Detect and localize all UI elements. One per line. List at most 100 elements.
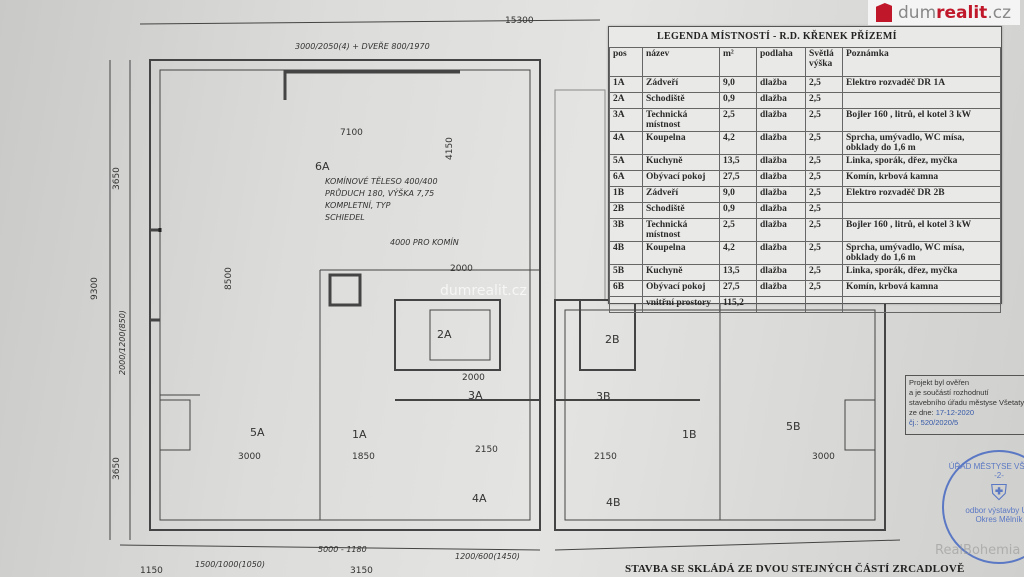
dim-2000-b: 2000 (462, 373, 485, 383)
dumrealit-logo[interactable]: dumrealit.cz (868, 0, 1020, 25)
cell-nazev: Schodiště (642, 202, 720, 219)
cell-pos: 1B (609, 186, 643, 203)
cell-nazev: Zádveří (642, 186, 720, 203)
cell-poznamka: Sprcha, umývadlo, WC mísa, obklady do 1,… (842, 131, 1001, 155)
watermark: dumrealit.cz (440, 283, 527, 299)
cell-m2: 0,9 (719, 92, 757, 109)
cell-podlaha: dlažba (756, 92, 806, 109)
cell-poznamka (842, 202, 1001, 219)
footer-note: STAVBA SE SKLÁDÁ ZE DVOU STEJNÝCH ČÁSTÍ … (625, 563, 965, 575)
dim-left-window: 2000/1200(850) (118, 310, 127, 375)
cell-poznamka: Linka, sporák, dřez, myčka (842, 264, 1001, 281)
cell-pos: 2B (609, 202, 643, 219)
cell-nazev: Schodiště (642, 92, 720, 109)
dim-9300: 9300 (90, 277, 100, 300)
dim-2000-a: 2000 (450, 264, 473, 274)
cell-pos: 6A (609, 170, 643, 187)
dim-2150-a: 2150 (475, 445, 498, 455)
dim-4000-chimney: 4000 PRO KOMÍN (390, 238, 459, 247)
cell-podlaha: dlažba (756, 202, 806, 219)
cell-m2: 13,5 (719, 264, 757, 281)
total-label: vnitřní prostory (642, 296, 720, 313)
cell-podlaha: dlažba (756, 241, 806, 265)
col-nazev: název (642, 47, 720, 77)
legend-grid: pos název m² podlaha Světlá výška Poznám… (609, 47, 1001, 313)
cell-podlaha: dlažba (756, 264, 806, 281)
chimney-note: KOMÍNOVÉ TĚLESO 400/400 PRŮDUCH 180, VÝŠ… (325, 176, 438, 224)
cell-nazev: Kuchyně (642, 154, 720, 171)
dim-7100: 7100 (340, 128, 363, 138)
cell-poznamka: Sprcha, umývadlo, WC mísa, obklady do 1,… (842, 241, 1001, 265)
cell-vyska: 2,5 (805, 202, 843, 219)
dim-3650-top: 3650 (112, 167, 122, 190)
empty-cell (609, 296, 643, 313)
coat-of-arms-icon: ⛨ (990, 480, 1008, 505)
dim-overall-width: 15300 (505, 16, 534, 26)
dim-3000-a: 3000 (238, 452, 261, 462)
room-2B: 2B (605, 333, 620, 346)
legend-title: LEGENDA MÍSTNOSTÍ - R.D. KŘENEK PŘÍZEMÍ (657, 31, 897, 42)
stamp-number: -2- (994, 471, 1004, 480)
cell-vyska: 2,5 (805, 218, 843, 242)
dim-4150: 4150 (445, 137, 455, 160)
cell-nazev: Kuchyně (642, 264, 720, 281)
room-1B: 1B (682, 428, 697, 441)
cell-pos: 3A (609, 108, 643, 132)
room-4A: 4A (472, 492, 487, 505)
dim-bottom-window-b: 1200/600(1450) (455, 552, 520, 561)
logo-text: dumrealit.cz (898, 2, 1011, 23)
cell-nazev: Obývací pokoj (642, 280, 720, 297)
cell-poznamka: Linka, sporák, dřez, myčka (842, 154, 1001, 171)
room-2A: 2A (437, 328, 452, 341)
cell-poznamka: Elektro rozvaděč DR 1A (842, 76, 1001, 93)
cell-poznamka: Komín, krbová kamna (842, 280, 1001, 297)
dim-3150: 3150 (350, 566, 373, 576)
room-legend-table: LEGENDA MÍSTNOSTÍ - R.D. KŘENEK PŘÍZEMÍ … (608, 26, 1002, 313)
cell-pos: 6B (609, 280, 643, 297)
col-m2: m² (719, 47, 757, 77)
cell-vyska: 2,5 (805, 108, 843, 132)
cell-nazev: Koupelna (642, 241, 720, 265)
cell-vyska: 2,5 (805, 154, 843, 171)
cell-poznamka: Elektro rozvaděč DR 2B (842, 186, 1001, 203)
cell-podlaha: dlažba (756, 131, 806, 155)
chimney-note-line: SCHIEDEL (325, 213, 365, 222)
cell-m2: 4,2 (719, 241, 757, 265)
dim-top-window: 3000/2050(4) + DVEŘE 800/1970 (295, 42, 430, 51)
dim-1150: 1150 (140, 566, 163, 576)
bottom-watermark: RealBohemia (935, 543, 1021, 558)
col-vyska: Světlá výška (805, 47, 843, 77)
dim-bottom-window-a: 1500/1000(1050) (195, 560, 266, 569)
approval-box: Projekt byl ověřen a je součástí rozhodn… (905, 375, 1024, 435)
cell-vyska: 2,5 (805, 264, 843, 281)
cell-nazev: Zádveří (642, 76, 720, 93)
cell-vyska: 2,5 (805, 131, 843, 155)
dim-3000-b: 3000 (812, 452, 835, 462)
approval-line: a je součástí rozhodnutí (909, 388, 989, 397)
room-1A: 1A (352, 428, 367, 441)
cell-pos: 1A (609, 76, 643, 93)
legend-header-row: pos název m² podlaha Světlá výška Poznám… (609, 47, 1001, 77)
room-3B: 3B (596, 390, 611, 403)
cell-vyska: 2,5 (805, 170, 843, 187)
cell-podlaha: dlažba (756, 186, 806, 203)
approval-ref: čj.: 520/2020/5 (909, 418, 959, 427)
cell-podlaha: dlažba (756, 76, 806, 93)
stamp-top-text: ÚŘAD MĚSTYSE VŠETATY (948, 462, 1024, 471)
cell-pos: 5A (609, 154, 643, 171)
cell-m2: 27,5 (719, 280, 757, 297)
cell-podlaha: dlažba (756, 218, 806, 242)
dim-8500: 8500 (224, 267, 234, 290)
